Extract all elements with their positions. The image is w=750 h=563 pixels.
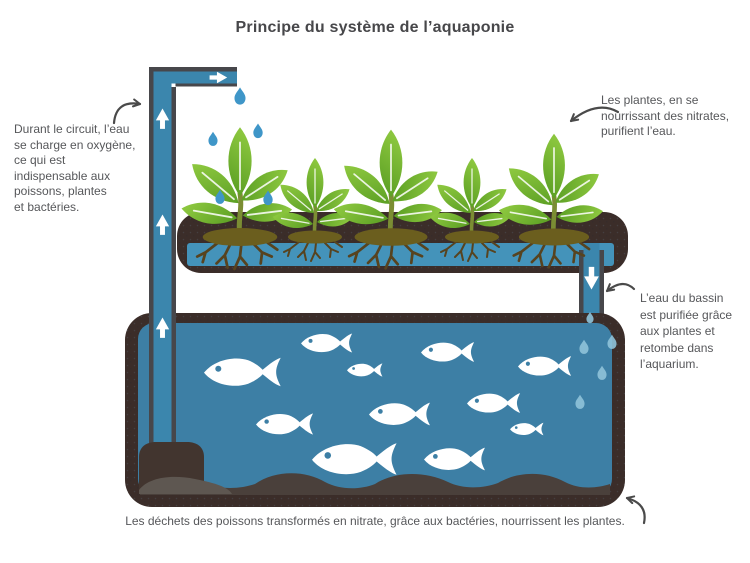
aquarium-water bbox=[138, 323, 612, 495]
plant-leaf bbox=[555, 173, 599, 203]
up-flow-arrow-icon bbox=[155, 108, 170, 129]
plant-leaf bbox=[272, 212, 313, 229]
fish-6 bbox=[256, 413, 314, 435]
plant-roots bbox=[195, 241, 279, 271]
plant-leaf bbox=[181, 202, 238, 224]
plant-leaf bbox=[316, 188, 350, 212]
plant-leaf bbox=[306, 158, 324, 208]
water-drop-icon bbox=[607, 334, 617, 349]
fish-4 bbox=[421, 342, 475, 362]
falling-drops-outlet bbox=[208, 87, 273, 206]
fish-eye bbox=[432, 454, 438, 459]
root-mound bbox=[202, 228, 278, 246]
up-flow-arrow-icon bbox=[155, 317, 170, 338]
fish-eye bbox=[514, 426, 518, 429]
supply-pipe bbox=[149, 67, 237, 450]
annotation-oxygenation: Durant le circuit, l’eau se charge en ox… bbox=[14, 122, 136, 214]
root-mound bbox=[445, 230, 499, 244]
grow-bed-water bbox=[187, 243, 614, 266]
plant-leaf bbox=[393, 204, 442, 223]
fish-10 bbox=[312, 443, 397, 475]
water-drop-icon bbox=[586, 312, 594, 324]
fish-7 bbox=[369, 402, 430, 426]
plant-roots bbox=[512, 241, 591, 269]
plant-leaf bbox=[508, 168, 553, 206]
fish-11 bbox=[424, 447, 485, 471]
plant-leaf bbox=[543, 133, 565, 199]
annotation-plants-purify: Les plantes, en se nourrissant des nitra… bbox=[601, 93, 730, 138]
fish-eye bbox=[525, 361, 530, 366]
fish-eye bbox=[264, 419, 269, 424]
plant-leaf bbox=[228, 127, 252, 197]
water-drop-icon bbox=[215, 189, 225, 204]
plant-leaf bbox=[192, 164, 239, 204]
fish-eye bbox=[215, 365, 222, 372]
aquarium bbox=[125, 312, 625, 507]
annotation-water-returns: L’eau du bassin est purifiée grâce aux p… bbox=[640, 291, 733, 371]
plant-leaf bbox=[556, 205, 604, 223]
up-flow-arrow-icon bbox=[155, 214, 170, 235]
plant-5 bbox=[498, 133, 604, 269]
plant-leaf bbox=[241, 169, 288, 201]
annotation-fish-waste: Les déchets des poissons transformés en … bbox=[125, 514, 625, 528]
water-drop-icon bbox=[208, 131, 218, 146]
fish-eye bbox=[308, 338, 313, 343]
plant-leaf bbox=[392, 171, 438, 202]
root-mound bbox=[518, 228, 590, 246]
fish-1 bbox=[204, 357, 281, 387]
fish-8 bbox=[467, 393, 521, 413]
return-pipe bbox=[579, 243, 604, 314]
water-drop-icon bbox=[263, 190, 273, 206]
gravel-substrate bbox=[140, 473, 610, 495]
falling-drops-in-aquarium bbox=[575, 312, 617, 409]
water-pump bbox=[139, 442, 232, 494]
fish-2 bbox=[301, 333, 353, 353]
plant-leaf bbox=[333, 203, 389, 225]
plants bbox=[181, 127, 604, 271]
down-flow-arrow-icon bbox=[584, 266, 599, 290]
root-mound bbox=[354, 228, 428, 246]
plant-leaf bbox=[474, 213, 510, 227]
plant-roots bbox=[440, 241, 500, 262]
plant-leaf bbox=[437, 184, 471, 213]
fish-eye bbox=[352, 367, 355, 370]
plant-leaf bbox=[280, 184, 314, 213]
right-flow-arrow-icon bbox=[209, 71, 228, 84]
water-drop-icon bbox=[597, 365, 607, 380]
water-drop-icon bbox=[575, 394, 585, 409]
plant-leaf bbox=[498, 204, 552, 225]
annotation-arrows bbox=[112, 98, 646, 525]
fish-eye bbox=[428, 347, 433, 352]
diagram-title: Principe du système de l’aquaponie bbox=[235, 19, 515, 36]
curved-arrow-waste-icon bbox=[625, 495, 646, 525]
plant-4 bbox=[429, 158, 510, 262]
water-drop-icon bbox=[579, 339, 589, 354]
root-mound bbox=[288, 230, 342, 244]
fish-3 bbox=[347, 363, 383, 377]
water-drop-icon bbox=[253, 123, 263, 139]
water-drop-icon bbox=[234, 87, 246, 105]
plant-roots bbox=[283, 241, 343, 262]
curved-arrow-basin-icon bbox=[605, 282, 636, 293]
curved-arrow-plants-icon bbox=[569, 106, 620, 123]
plant-leaf bbox=[344, 165, 390, 204]
plant-3 bbox=[333, 129, 442, 270]
plant-leaf bbox=[429, 212, 470, 229]
fish-5 bbox=[518, 356, 572, 376]
plant-leaf bbox=[463, 158, 481, 208]
plant-leaf bbox=[379, 129, 403, 198]
fish-school bbox=[204, 333, 572, 475]
fish-eye bbox=[377, 409, 383, 414]
plant-roots bbox=[347, 241, 429, 270]
gravel-mound bbox=[139, 476, 232, 494]
fish-eye bbox=[324, 452, 332, 459]
fish-eye bbox=[474, 398, 479, 403]
curved-arrow-oxygen-icon bbox=[112, 98, 142, 125]
fish-9 bbox=[510, 422, 544, 436]
plant-leaf bbox=[473, 188, 507, 212]
